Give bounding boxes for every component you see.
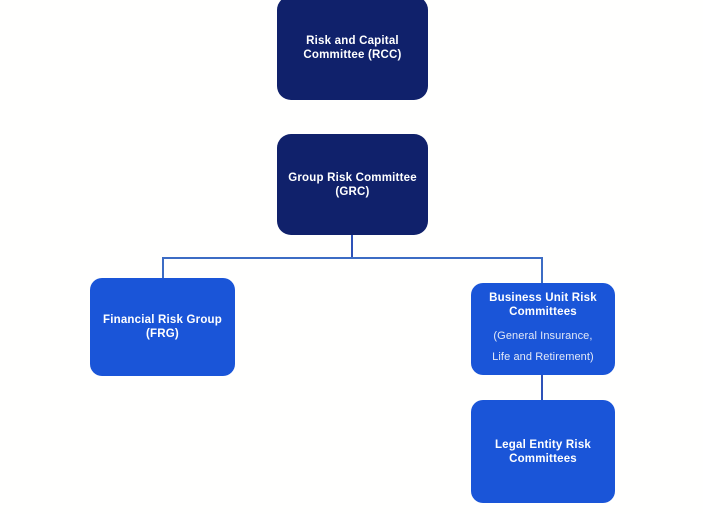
node-subtitle-burc: (General Insurance, Life and Retirement) — [492, 329, 594, 363]
connector-grc-to-bus — [351, 235, 353, 259]
connector-horizontal-bus — [162, 257, 543, 259]
node-title-burc: Business Unit Risk Committees — [489, 291, 597, 318]
node-title-frg: Financial Risk Group (FRG) — [102, 314, 223, 340]
node-business-unit-risk-committees[interactable]: Business Unit Risk Committees (General I… — [471, 283, 615, 375]
node-title-grc: Group Risk Committee (GRC) — [288, 171, 417, 198]
node-risk-and-capital-committee[interactable]: Risk and Capital Committee (RCC) — [277, 0, 428, 100]
node-group-risk-committee[interactable]: Group Risk Committee (GRC) — [277, 134, 428, 235]
node-title-lerc: Legal Entity Risk Committees — [494, 438, 592, 465]
node-title-rcc: Risk and Capital Committee (RCC) — [303, 35, 402, 61]
node-legal-entity-risk-committees[interactable]: Legal Entity Risk Committees — [471, 400, 615, 503]
node-financial-risk-group[interactable]: Financial Risk Group (FRG) — [90, 278, 235, 376]
connector-bus-to-burc — [541, 257, 543, 285]
connector-bus-to-frg — [162, 257, 164, 280]
connector-burc-to-lerc — [541, 375, 543, 402]
